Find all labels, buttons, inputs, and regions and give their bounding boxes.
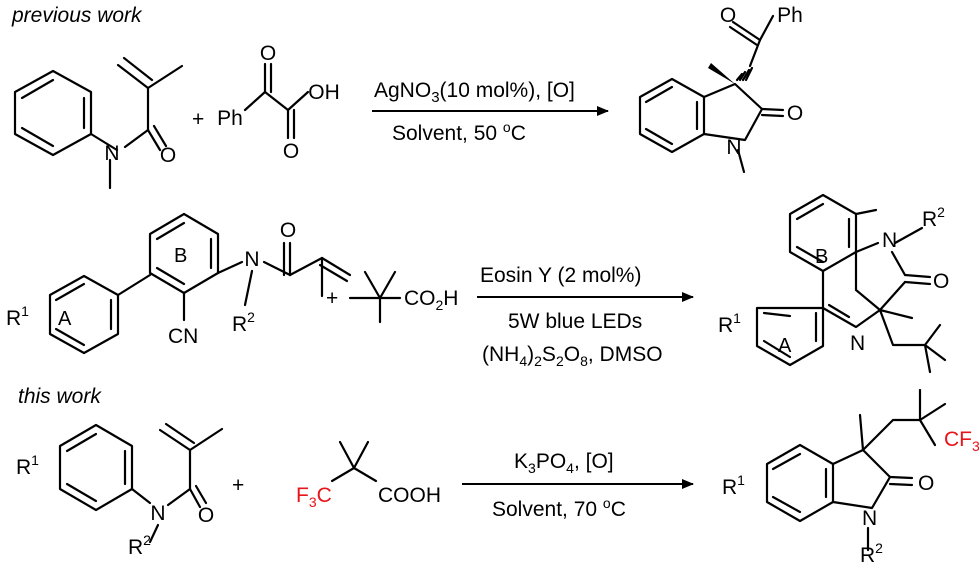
- row1-condition-solvent-temp: Solvent, 50 oC: [392, 119, 526, 145]
- row2-product-ring-a-label: A: [778, 335, 792, 357]
- row3-product-cf3-oxindole: R1 O N R2 CF3: [722, 388, 979, 566]
- row3-product-r1-label: R1: [722, 472, 745, 499]
- row3-f3c-label: F3C: [296, 484, 332, 510]
- row1-amide-n-label: N: [104, 142, 119, 165]
- row2-ring-a-label: A: [58, 308, 72, 330]
- row1-reactant-phenylglyoxylic-acid: O Ph OH O: [217, 42, 340, 163]
- row2-product-fused-polycycle: B N R2 O N A R1: [718, 193, 949, 374]
- row3-reactant-substituted-acrylamide: R1 N R2 O: [16, 422, 224, 559]
- row1-product-lactam-o-label: O: [787, 102, 803, 125]
- row3-condition-base: K3PO4, [O]: [514, 450, 614, 476]
- row3-reactant-trifluoro-acid: F3C COOH: [296, 440, 441, 510]
- row1-product-oxindole: O Ph O N: [638, 4, 803, 174]
- row1-plus-sign: +: [192, 108, 204, 131]
- row1-acid-o-bottom-label: O: [283, 140, 299, 163]
- row1-reactant-n-methyl-n-phenylmethacrylamide: N O: [13, 56, 184, 190]
- row2-reactant-biaryl-acrylamide: A R1 B CN N R2 O: [6, 212, 352, 355]
- row3-product-n-label: N: [862, 507, 877, 530]
- section-label-previous-work: previous work: [11, 4, 143, 27]
- row2-co2h-label: CO2H: [404, 287, 458, 313]
- row2-amide-o-label: O: [280, 219, 296, 242]
- row2-condition-light: 5W blue LEDs: [508, 310, 642, 333]
- row2-r1-label: R1: [6, 303, 29, 330]
- row1-condition-reagent: AgNO3(10 mol%), [O]: [374, 79, 575, 106]
- row2-product-ring-b-label: B: [815, 246, 828, 268]
- row2-product-r1-label: R1: [718, 310, 741, 337]
- row3-r2-label: R2: [128, 532, 151, 559]
- row2-amide-n-label: N: [244, 248, 259, 271]
- row1-conditions: AgNO3(10 mol%), [O] Solvent, 50 oC: [372, 79, 609, 145]
- row2-conditions: Eosin Y (2 mol%) 5W blue LEDs (NH4)2S2O8…: [477, 264, 694, 369]
- row3-amide-o-label: O: [198, 504, 214, 527]
- row2-product-o-label: O: [933, 270, 949, 293]
- row2-product-r2-label: R2: [922, 204, 945, 231]
- row2-cn-label: CN: [168, 325, 198, 348]
- row1-acid-ph-label: Ph: [217, 107, 243, 130]
- section-label-this-work: this work: [18, 385, 102, 408]
- row3-plus-sign: +: [232, 474, 244, 497]
- row3-amide-n-label: N: [150, 502, 165, 525]
- row1-acid-oh-label: OH: [308, 81, 340, 104]
- row3-r1-label: R1: [16, 452, 39, 479]
- row3-cooh-label: COOH: [378, 484, 441, 507]
- row2-plus-sign: +: [326, 287, 338, 310]
- row2-ring-b-label: B: [174, 245, 187, 267]
- row2-condition-photocatalyst: Eosin Y (2 mol%): [480, 264, 641, 287]
- row2-product-n-bottom-label: N: [850, 332, 865, 355]
- row3-conditions: K3PO4, [O] Solvent, 70 oC: [462, 450, 694, 521]
- row3-product-r2-label: R2: [860, 540, 883, 566]
- row2-reactant-pivalic-acid: CO2H: [348, 270, 458, 324]
- row3-product-o-label: O: [918, 472, 934, 495]
- row2-condition-oxidant-solvent: (NH4)2S2O8, DMSO: [482, 343, 663, 369]
- row1-acid-o-top-label: O: [260, 42, 276, 65]
- row1-product-n-label: N: [726, 136, 741, 159]
- row2-r2-label: R2: [232, 309, 255, 336]
- row2-product-n-top-label: N: [882, 229, 897, 252]
- row3-condition-solvent-temp: Solvent, 70 oC: [492, 495, 626, 521]
- row1-amide-o-label: O: [160, 144, 176, 167]
- row3-product-cf3-label: CF3: [944, 428, 979, 454]
- row1-product-ph-label: Ph: [777, 4, 803, 27]
- row1-product-ketone-o-label: O: [720, 4, 736, 27]
